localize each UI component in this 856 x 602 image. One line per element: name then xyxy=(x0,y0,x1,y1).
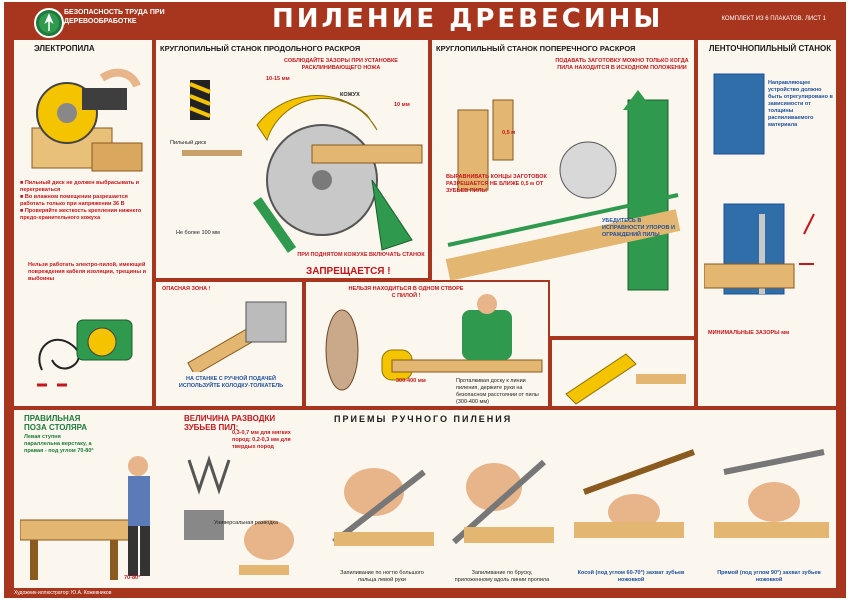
gap-note: СОБЛЮДАЙТЕ ЗАЗОРЫ ПРИ УСТАНОВКЕ РАСКЛИНИ… xyxy=(284,58,398,71)
danger-zone: ОПАСНАЯ ЗОНА ! xyxy=(162,286,211,292)
blade-illustration xyxy=(565,353,686,405)
poster-body: ЭЛЕКТРОПИЛА ■ Пильный диск не должен выб… xyxy=(12,38,838,590)
panel-center-warning: НЕЛЬЗЯ НАХОДИТЬСЯ В ОДНОМ СТВОРЕ С ПИЛОЙ… xyxy=(304,280,550,408)
guard-label: КОЖУХ xyxy=(340,92,360,98)
under-label: Не более 100 мм xyxy=(176,230,220,236)
cross-dim: 0,5 м xyxy=(502,130,516,136)
gap1-label: 10-15 мм xyxy=(266,76,290,82)
gaps-title: МИНИМАЛЬНЫЕ ЗАЗОРЫ мм xyxy=(708,330,790,336)
kit-label: КОМПЛЕКТ ИЗ 6 ПЛАКАТОВ. ЛИСТ 1 xyxy=(721,16,826,22)
tool-label: Универсальная разводка xyxy=(214,520,278,526)
hand-cap1: Запиливание по ногтю большого пальца лев… xyxy=(340,570,424,583)
set-title: ВЕЛИЧИНА РАЗВОДКИ ЗУБЬЕВ ПИЛ: xyxy=(184,414,276,432)
panel-title: КРУГЛОПИЛЬНЫЙ СТАНОК ПОПЕРЕЧНОГО РАСКРОЯ xyxy=(436,44,636,53)
electric-saw-illustration xyxy=(31,68,143,172)
hand-title: ПРИЕМЫ РУЧНОГО ПИЛЕНИЯ xyxy=(334,414,513,424)
panel-danger-zone: ОПАСНАЯ ЗОНА ! НА СТАНКЕ С РУЧНОЙ ПОДАЧЕ… xyxy=(154,280,304,408)
panel-title: ЛЕНТОЧНОПИЛЬНЫЙ СТАНОК xyxy=(708,44,832,53)
panel-rip-saw: КРУГЛОПИЛЬНЫЙ СТАНОК ПРОДОЛЬНОГО РАСКРОЯ… xyxy=(154,38,430,280)
band-saw-note: Направляющее устройство должно быть отре… xyxy=(768,80,833,128)
electric-saw-note: Нельзя работать электро-пилой, имеющей п… xyxy=(28,262,146,282)
cross-saw-illustration xyxy=(445,90,681,291)
emblem-icon xyxy=(34,8,64,38)
rip-saw-illustration xyxy=(182,80,423,253)
footer-credit: Художник-иллюстратор: Ю.А. Кожевников xyxy=(14,590,112,596)
disk-label: Пильный диск xyxy=(170,140,207,146)
saw-setting-illustration xyxy=(184,455,294,575)
panel-title: КРУГЛОПИЛЬНЫЙ СТАНОК ПРОДОЛЬНОГО РАСКРОЯ xyxy=(160,44,361,53)
pose-title: ПРАВИЛЬНАЯ ПОЗА СТОЛЯРА xyxy=(24,414,88,432)
series-label: БЕЗОПАСНОСТЬ ТРУДА ПРИ ДЕРЕВООБРАБОТКЕ xyxy=(64,9,165,25)
panel-title: ЭЛЕКТРОПИЛА xyxy=(34,44,95,53)
poster: БЕЗОПАСНОСТЬ ТРУДА ПРИ ДЕРЕВООБРАБОТКЕ П… xyxy=(4,2,846,598)
panel-blade-note xyxy=(550,338,696,408)
center-dist: 300-400 мм xyxy=(396,378,426,384)
panel-hand-sawing: ПРАВИЛЬНАЯ ПОЗА СТОЛЯРА Левая ступня пар… xyxy=(12,408,838,590)
cross-note2: ВЫРАВНИВАТЬ КОНЦЫ ЗАГОТОВОК РАЗРЕШАЕТСЯ … xyxy=(446,174,547,194)
cross-note3: УБЕДИТЕСЬ В ИСПРАВНОСТИ УПОРОВ И ОГРАЖДЕ… xyxy=(602,218,675,238)
hand-cap3: Косой (под углом 60-70°) захват зубьев н… xyxy=(577,570,685,583)
panel-band-saw: ЛЕНТОЧНОПИЛЬНЫЙ СТАНОК Направляющее устр… xyxy=(696,38,838,408)
electric-saw-rules: ■ Пильный диск не должен выбрасывать и п… xyxy=(20,180,142,221)
hand-sawing-illustrations xyxy=(332,449,829,546)
center-warn: НЕЛЬЗЯ НАХОДИТЬСЯ В ОДНОМ СТВОРЕ С ПИЛОЙ… xyxy=(348,286,464,299)
hand-cap2: Запиливание по бруску, приложенному вдол… xyxy=(454,570,550,583)
carpenter-illustration xyxy=(20,456,150,580)
warn2: ЗАПРЕЩАЕТСЯ ! xyxy=(306,266,391,277)
band-saw-illustration xyxy=(704,73,815,295)
panel-electric-saw: ЭЛЕКТРОПИЛА ■ Пильный диск не должен выб… xyxy=(12,38,154,408)
warn1: ПРИ ПОДНЯТОМ КОЖУХЕ ВКЛЮЧАТЬ СТАНОК xyxy=(297,252,425,258)
electric-saw-cable-illustration xyxy=(37,319,133,387)
pose-note: Левая ступня параллельна верстаку, а пра… xyxy=(24,434,94,454)
cross-note1: ПОДАВАТЬ ЗАГОТОВКУ МОЖНО ТОЛЬКО КОГДА ПИ… xyxy=(555,58,689,71)
page-title: ПИЛЕНИЕ ДРЕВЕСИНЫ xyxy=(272,4,664,34)
gap2-label: 10 мм xyxy=(394,102,410,108)
set-note: 0,3-0,7 мм для мягких пород; 0,2-0,3 мм … xyxy=(232,430,291,450)
pusher-note: НА СТАНКЕ С РУЧНОЙ ПОДАЧЕЙ ИСПОЛЬЗУЙТЕ К… xyxy=(178,376,284,389)
pose-angle: 70-80° xyxy=(124,575,141,581)
hand-cap4: Прямой (под углом 90°) захват зубьев нож… xyxy=(717,570,821,583)
pusher-illustration xyxy=(187,301,287,372)
center-note: Проталкивая доску к линии пиления, держи… xyxy=(456,378,539,405)
center-illustration xyxy=(325,294,543,391)
